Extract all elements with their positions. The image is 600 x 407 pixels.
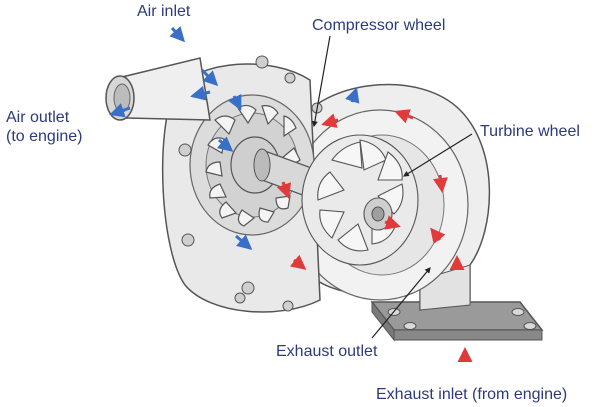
- leader-lines: [311, 35, 473, 339]
- label-air-outlet-line1: Air outlet: [6, 109, 70, 126]
- housing-bolts: [234, 72, 323, 312]
- label-air-outlet: Air outlet (to engine): [6, 108, 83, 146]
- label-exhaust-inlet: Exhaust inlet (from engine): [376, 386, 568, 403]
- turbine-wheel: [301, 134, 419, 266]
- label-turbine-wheel: Turbine wheel: [480, 123, 580, 140]
- exhaust-inlet-flange: [370, 300, 544, 342]
- air-flow-arrows: [109, 26, 360, 250]
- label-air-outlet-line2: (to engine): [6, 128, 83, 145]
- exhaust-flow-arrows: [276, 109, 473, 362]
- label-exhaust-outlet: Exhaust outlet: [276, 343, 378, 360]
- label-compressor-wheel: Compressor wheel: [312, 17, 446, 34]
- label-air-inlet: Air inlet: [137, 3, 191, 20]
